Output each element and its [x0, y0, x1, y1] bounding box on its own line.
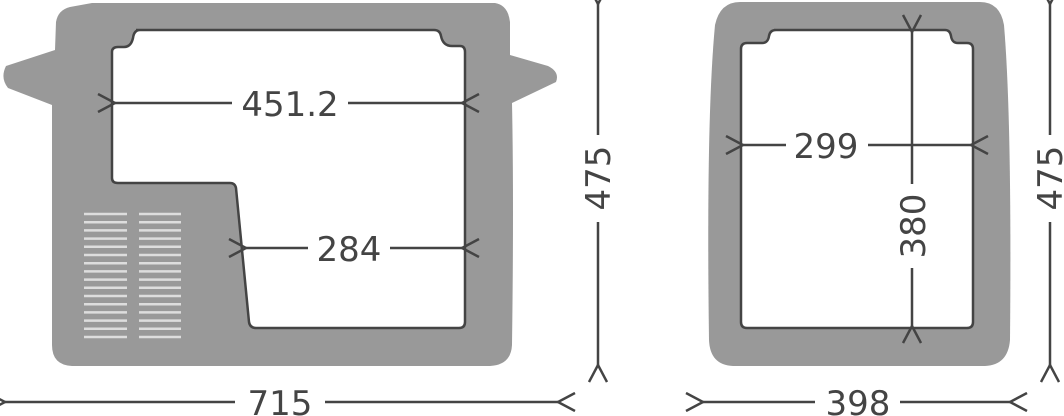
dim-inner-width-bottom: 284	[317, 230, 382, 270]
dim-inner-height: 380	[894, 194, 934, 259]
dim-outer-height: 475	[1031, 146, 1064, 211]
dim-outer-width: 398	[826, 384, 891, 416]
dim-inner-width-top: 451.2	[241, 85, 338, 125]
vent-grille	[84, 212, 181, 339]
dim-inner-width: 299	[794, 127, 859, 167]
front-view: 299 380 398 475	[703, 2, 1064, 416]
side-view: 451.2 284 715 475	[3, 3, 619, 416]
dim-outer-width: 715	[248, 384, 313, 416]
dim-outer-height: 475	[579, 146, 619, 211]
front-cavity	[739, 28, 975, 330]
